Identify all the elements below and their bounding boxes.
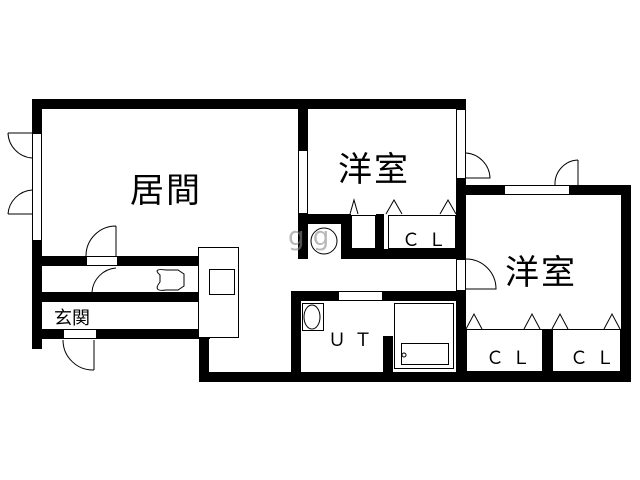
wall-top xyxy=(32,99,466,109)
wall-hall-mid xyxy=(32,292,209,302)
wall-hall-top xyxy=(32,256,209,266)
room-label-unit-toilet: ＵＴ xyxy=(328,330,380,351)
wall-closet-divider xyxy=(543,329,552,382)
room-label-living: 居間 xyxy=(130,171,202,211)
wall-bath-right xyxy=(456,291,466,382)
bathtub-inner xyxy=(401,343,449,365)
opening-hall-door xyxy=(86,256,118,266)
wall-closet1-divider xyxy=(376,214,384,254)
closet1b-box xyxy=(351,215,376,249)
window-ut-top xyxy=(338,291,383,301)
washing-machine-space xyxy=(308,224,341,258)
closet1-box xyxy=(388,215,456,249)
closet2-box xyxy=(466,329,543,372)
wall-closet1-left xyxy=(341,214,351,259)
window-bedroom1-right xyxy=(456,109,466,179)
wall-ut-left xyxy=(291,291,301,381)
opening-bedroom2-door xyxy=(456,259,466,291)
wall-right xyxy=(621,185,631,382)
wall-entrance-bottom xyxy=(32,329,210,339)
room-label-bedroom2: 洋室 xyxy=(505,253,577,293)
closet-label-1: ＣＬ xyxy=(402,230,454,251)
closet3-box xyxy=(552,329,621,372)
watermark: g g xyxy=(288,222,330,252)
window-living-right xyxy=(298,150,308,214)
closet-label-3: ＣＬ xyxy=(570,348,622,369)
wall-bedroom1-bottom xyxy=(298,214,348,224)
room-label-entrance: 玄関 xyxy=(54,308,90,329)
wall-ut-bath-divider xyxy=(383,336,393,382)
room-label-bedroom1: 洋室 xyxy=(338,150,410,190)
window-living-left xyxy=(32,133,42,241)
wall-bottom xyxy=(199,372,631,382)
closet-label-2: ＣＬ xyxy=(486,348,538,369)
opening-entrance-door xyxy=(63,329,97,339)
kitchen-sink xyxy=(209,269,235,295)
wall-closet1-bottom xyxy=(341,249,466,259)
window-bedroom2-top xyxy=(504,185,570,195)
